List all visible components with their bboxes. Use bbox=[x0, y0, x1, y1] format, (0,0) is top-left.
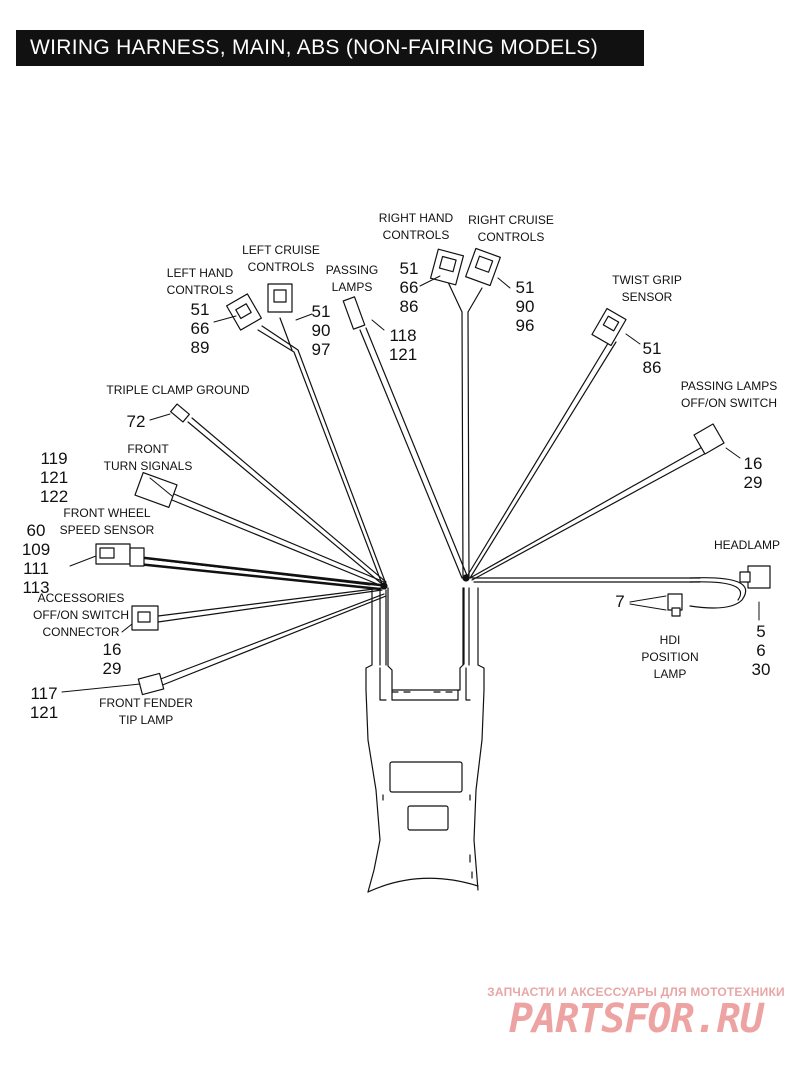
left-hand-controls-connector bbox=[226, 293, 262, 331]
connectors bbox=[95, 247, 771, 696]
frame-body bbox=[365, 587, 485, 893]
hdi-lamp-socket bbox=[667, 593, 683, 617]
right-hand-controls-connector bbox=[429, 248, 465, 286]
diagram-title: WIRING HARNESS, MAIN, ABS (NON-FAIRING M… bbox=[16, 30, 644, 66]
label-headlamp: HEADLAMP bbox=[713, 538, 781, 552]
accessories-switch-connector bbox=[131, 605, 159, 631]
refs-triple-clamp-ground: 72 bbox=[126, 412, 146, 431]
right-cruise-connector bbox=[465, 247, 501, 287]
refs-hdi-position-lamp: 7 bbox=[615, 592, 625, 611]
label-triple-clamp-ground: TRIPLE CLAMP GROUND bbox=[106, 383, 250, 397]
watermark-logo: PARTSFOR.RU bbox=[509, 996, 764, 1042]
passing-lamps-connector bbox=[342, 296, 366, 330]
harness-branches-right bbox=[359, 281, 747, 609]
watermark-tagline: ЗАПЧАСТИ И АКСЕССУАРЫ ДЛЯ МОТОТЕХНИКИ bbox=[487, 985, 785, 999]
harness-branches-left bbox=[126, 317, 387, 687]
left-cruise-connector bbox=[267, 283, 293, 313]
speed-sensor-connector bbox=[95, 543, 145, 567]
harness-trunks bbox=[379, 587, 470, 666]
leader-lines bbox=[61, 275, 760, 693]
turn-signals-connector bbox=[134, 471, 178, 509]
triple-clamp-ground-terminal bbox=[170, 403, 190, 423]
passing-switch-connector bbox=[693, 423, 725, 455]
fender-tip-connector bbox=[137, 672, 165, 696]
twist-grip-connector bbox=[591, 307, 627, 347]
headlamp-connector bbox=[739, 565, 771, 589]
